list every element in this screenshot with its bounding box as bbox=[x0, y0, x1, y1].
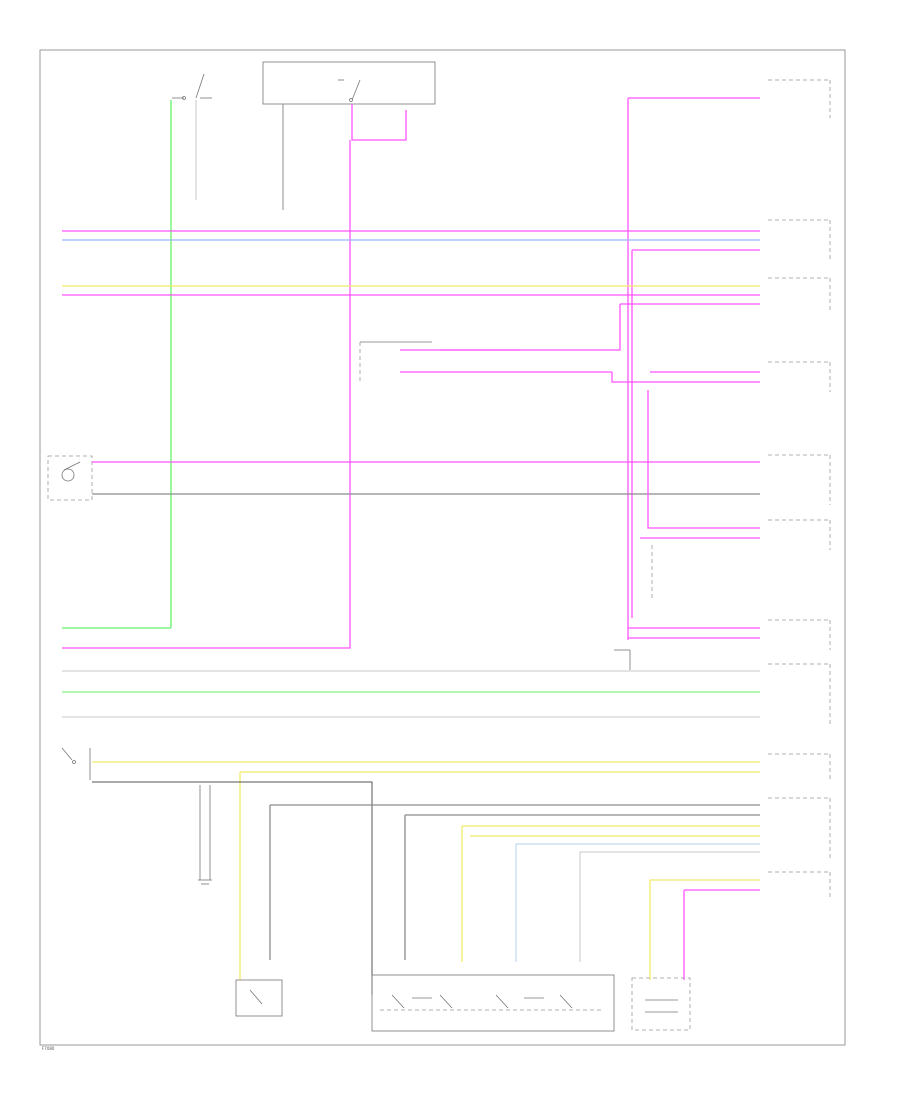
wire-lower-lightblue bbox=[515, 843, 760, 962]
right-connector-lower-bundle bbox=[768, 797, 831, 860]
right-connector-bottom bbox=[768, 871, 831, 900]
bottom-center-switch-panel bbox=[371, 974, 615, 1032]
mid-connector-block bbox=[359, 341, 432, 384]
right-connector-3 bbox=[768, 277, 831, 312]
wire-bottom-right-yellow bbox=[649, 879, 760, 980]
wire-lower-gray-2 bbox=[404, 814, 760, 960]
top-center-module bbox=[262, 61, 436, 105]
wire-top-right-pink bbox=[627, 97, 760, 640]
wire-top-center-pink-vertical bbox=[62, 140, 351, 649]
top-center-relay-switch bbox=[338, 79, 361, 102]
ground-splice bbox=[614, 649, 631, 670]
ground-left bbox=[198, 785, 212, 885]
fuel-level-sensor bbox=[47, 455, 93, 501]
right-connector-lower bbox=[768, 619, 831, 650]
wire-switch-dark bbox=[92, 781, 373, 995]
right-connector-yellow bbox=[768, 753, 831, 780]
top-right-connector-2 bbox=[768, 219, 831, 260]
figure-id: F7080 bbox=[42, 1046, 55, 1051]
wire-bundle-pink-2 bbox=[631, 249, 760, 618]
left-bottom-switch bbox=[61, 747, 91, 780]
diagram-frame bbox=[39, 49, 846, 1046]
wire-serial-pink-1 bbox=[647, 390, 760, 529]
wire-lower-yellow bbox=[461, 825, 760, 962]
wire-lower-gray-1 bbox=[269, 804, 760, 960]
top-left-switch bbox=[172, 73, 212, 100]
wire-mid-pink-2 bbox=[400, 371, 760, 383]
wire-bottom-right-pink bbox=[683, 889, 760, 980]
right-connector-rows bbox=[768, 663, 831, 726]
wire-lower-white bbox=[579, 851, 760, 962]
right-connector-4 bbox=[768, 361, 831, 392]
bottom-left-module bbox=[235, 979, 283, 1017]
right-connector-serial bbox=[768, 519, 831, 550]
wire-bundle-pink-4 bbox=[440, 303, 760, 351]
top-right-connector bbox=[768, 79, 831, 118]
right-connector-fuel bbox=[768, 454, 831, 505]
wire-top-center-pink-loop bbox=[351, 104, 407, 141]
bottom-right-sensor bbox=[631, 977, 691, 1031]
